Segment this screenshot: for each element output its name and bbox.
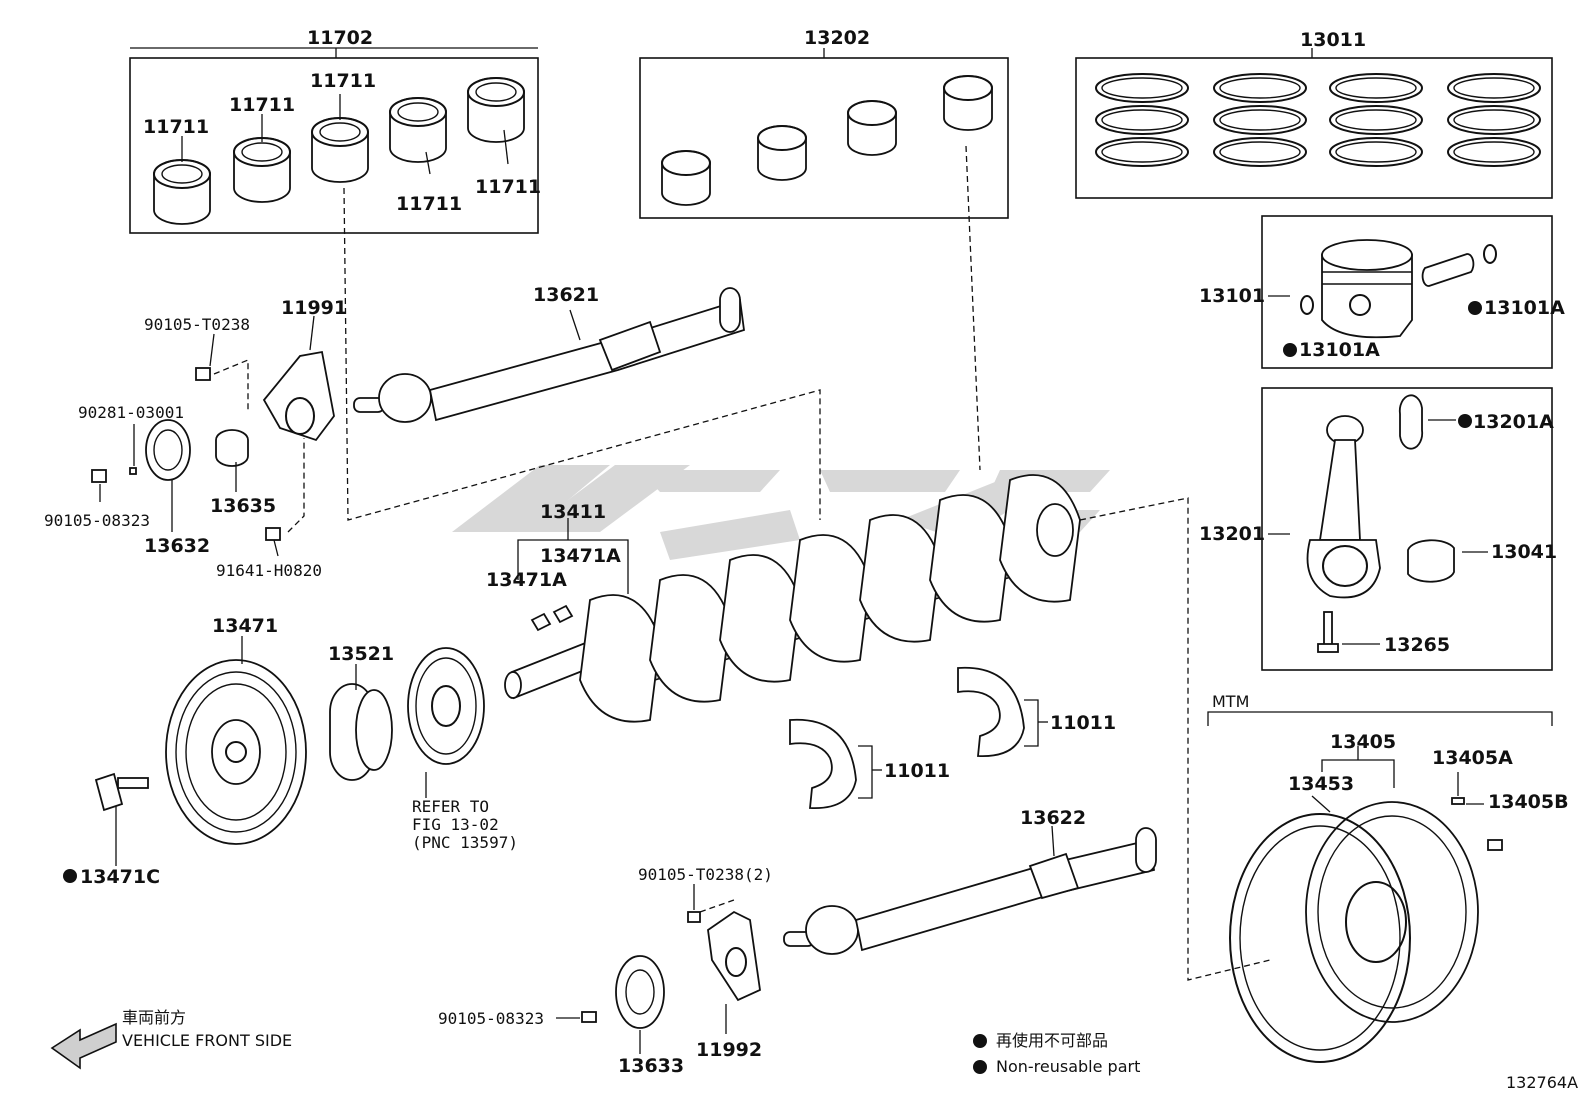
label-13471A-a: 13471A [486, 569, 567, 591]
timing-gear [407, 647, 485, 765]
conrod-box [1261, 387, 1553, 671]
piston-rings-13011 [1095, 73, 1541, 167]
label-legend-en: Non-reusable part [996, 1057, 1140, 1076]
legend-dot-en [973, 1060, 987, 1074]
label-91641-H0820: 91641-H0820 [216, 561, 322, 580]
label-13632: 13632 [144, 535, 210, 557]
label-11711-b: 11711 [229, 94, 295, 116]
label-90105-08323-b: 90105-08323 [438, 1009, 544, 1028]
bracket-11991 [262, 350, 335, 442]
label-13405B: 13405B [1488, 791, 1569, 813]
legend-dot-jp [973, 1034, 987, 1048]
label-11991: 11991 [281, 297, 347, 319]
connecting-rod-13201 [1306, 394, 1455, 653]
piston-13101 [1300, 239, 1497, 339]
bracket-11992 [707, 910, 761, 1002]
label-13041: 13041 [1491, 541, 1557, 563]
label-13411: 13411 [540, 501, 606, 523]
bearing-shells-11711 [153, 77, 525, 225]
label-11711-e: 11711 [475, 176, 541, 198]
label-refer-3: (PNC 13597) [412, 833, 518, 852]
label-90105-T0238: 90105-T0238 [144, 315, 250, 334]
label-13101A-b: 13101A [1484, 297, 1565, 319]
label-13201A: 13201A [1473, 411, 1554, 433]
vehicle-front-arrow [50, 1022, 117, 1070]
label-13405: 13405 [1330, 731, 1396, 753]
label-11992: 11992 [696, 1039, 762, 1061]
label-13265: 13265 [1384, 634, 1450, 656]
label-13101A-a: 13101A [1299, 339, 1380, 361]
label-13405A: 13405A [1432, 747, 1513, 769]
label-13202: 13202 [804, 27, 870, 49]
label-11011-b: 11011 [884, 760, 950, 782]
label-13201: 13201 [1199, 523, 1265, 545]
label-front-en: VEHICLE FRONT SIDE [122, 1031, 292, 1050]
small-bolts [91, 367, 1503, 1023]
balance-shaft-13621 [353, 287, 745, 423]
balance-shaft-13622 [783, 827, 1157, 955]
label-90105-08323-a: 90105-08323 [44, 511, 150, 530]
label-13471: 13471 [212, 615, 278, 637]
label-90105-T0238-2: 90105-T0238(2) [638, 865, 773, 884]
flywheel-13405 [1305, 801, 1479, 1023]
label-11711-d: 11711 [396, 193, 462, 215]
gear-13633 [615, 955, 665, 1029]
nonreusable-dot-13101A-b [1468, 301, 1482, 315]
bearing-set-box-11702 [129, 47, 539, 234]
leader-lines [99, 94, 1488, 1054]
label-legend-jp: 再使用不可部品 [996, 1031, 1108, 1050]
nonreusable-dot-13471C [63, 869, 77, 883]
label-13011: 13011 [1300, 29, 1366, 51]
label-figure-id: 132764A [1506, 1073, 1578, 1092]
label-13101: 13101 [1199, 285, 1265, 307]
bearing-set-box-13202 [639, 48, 1009, 219]
label-13621: 13621 [533, 284, 599, 306]
gear-13632 [145, 419, 191, 481]
label-11702: 11702 [307, 27, 373, 49]
bearing-shells-13202 [661, 75, 993, 206]
label-11011-a: 11011 [1050, 712, 1116, 734]
label-front-jp: 車両前方 [122, 1008, 186, 1027]
label-90281-03001: 90281-03001 [78, 403, 184, 422]
crank-sprocket-13521 [329, 683, 393, 781]
label-13635: 13635 [210, 495, 276, 517]
pulley-bolt-13471C [94, 772, 149, 812]
piston-box [1261, 215, 1553, 369]
thrust-washers-11011 [789, 666, 1025, 809]
nonreusable-dot-13201A [1458, 414, 1472, 428]
part-labels: 11702 11711 11711 11711 11711 11711 1320… [44, 27, 1578, 1092]
nonreusable-dot-13101A-a [1283, 343, 1297, 357]
mtm-bracket [1207, 711, 1553, 726]
collar-13635 [215, 429, 249, 467]
label-13622: 13622 [1020, 807, 1086, 829]
dashed-leaders [343, 145, 1271, 981]
label-mtm: MTM [1212, 692, 1249, 711]
ring-set-box-13011 [1075, 48, 1553, 199]
label-13471C: 13471C [80, 866, 160, 888]
crank-pulley-13471 [165, 659, 307, 845]
label-refer-2: FIG 13-02 [412, 815, 499, 834]
label-11711-a: 11711 [143, 116, 209, 138]
crankshaft-13411 [504, 474, 1081, 723]
label-13453: 13453 [1288, 773, 1354, 795]
ring-gear-13453 [1229, 813, 1411, 1063]
label-refer-1: REFER TO [412, 797, 489, 816]
label-11711-c: 11711 [310, 70, 376, 92]
label-13471A-b: 13471A [540, 545, 621, 567]
label-13521: 13521 [328, 643, 394, 665]
label-13633: 13633 [618, 1055, 684, 1077]
